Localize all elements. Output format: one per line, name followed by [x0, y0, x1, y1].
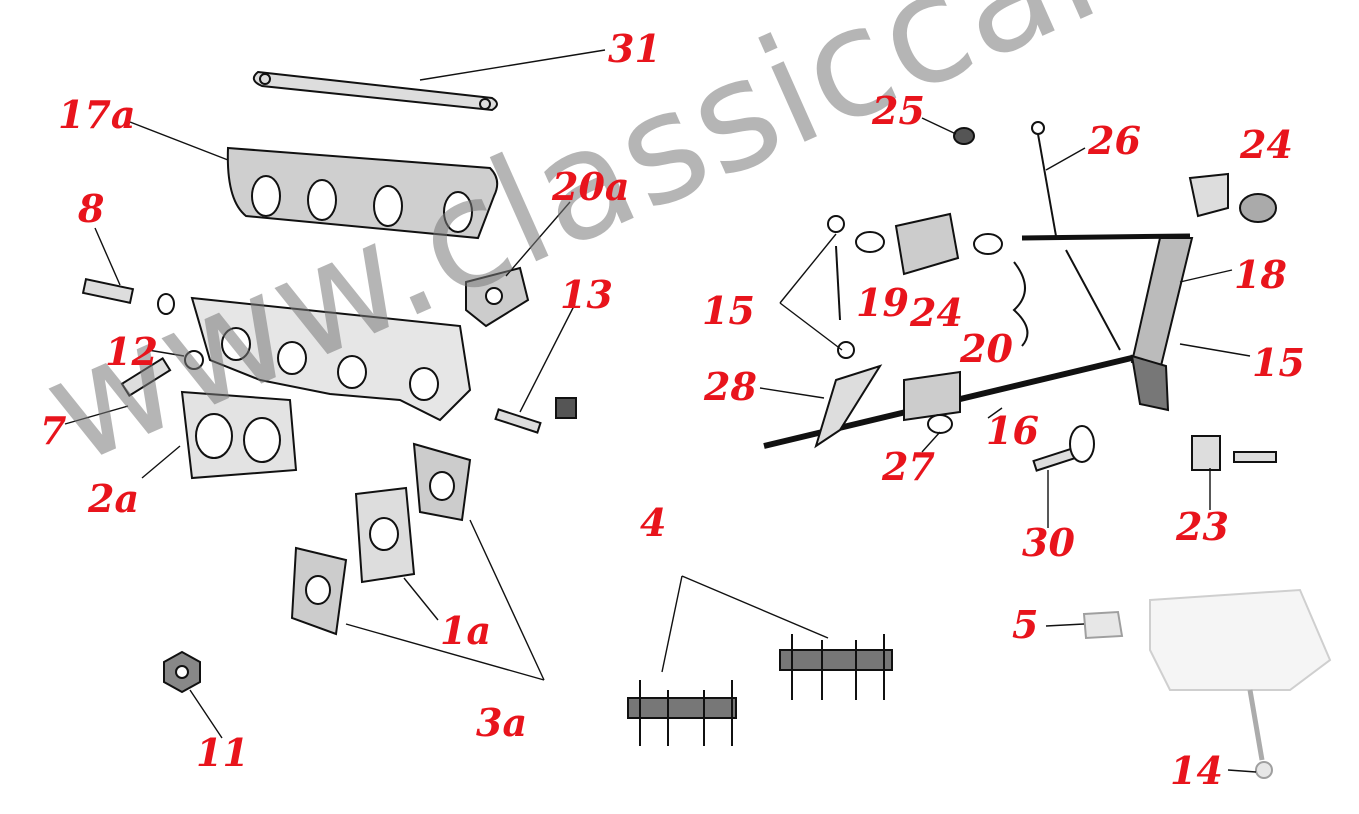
callout-1a: 1a — [440, 608, 492, 653]
callout-23: 23 — [1176, 504, 1229, 549]
callout-20a: 20a — [552, 164, 630, 209]
callout-26: 26 — [1088, 118, 1141, 163]
callout-15-left: 15 — [702, 288, 755, 333]
stud-13 — [494, 397, 577, 434]
flange-gasket-20a — [465, 266, 530, 328]
spacer-1a — [354, 486, 416, 584]
callout-13: 13 — [560, 272, 613, 317]
callout-16: 16 — [986, 408, 1039, 453]
callout-27: 27 — [882, 444, 935, 489]
callout-30: 30 — [1022, 520, 1075, 565]
washer-12 — [184, 350, 204, 370]
callout-25: 25 — [872, 88, 925, 133]
gasket-strip-31 — [252, 70, 498, 112]
callout-4: 4 — [640, 500, 667, 545]
gasket-3a-lower — [290, 546, 348, 636]
callout-31: 31 — [608, 26, 661, 71]
gasket-3a-upper — [412, 442, 472, 522]
callout-2a: 2a — [88, 476, 140, 521]
callout-18: 18 — [1234, 252, 1287, 297]
carb-adapter-2a — [180, 390, 298, 480]
stud-plate-4a — [627, 680, 737, 746]
sensor-7 — [120, 356, 172, 398]
callout-5: 5 — [1012, 602, 1039, 647]
callout-14: 14 — [1170, 748, 1223, 793]
throttle-linkage — [763, 121, 1277, 472]
fitting-8 — [81, 277, 175, 315]
manifold-gasket-17a — [226, 146, 499, 240]
callout-24-middle: 24 — [910, 290, 963, 335]
callout-12: 12 — [105, 329, 158, 374]
callout-19: 19 — [856, 280, 909, 325]
stud-plate-4b — [779, 634, 893, 700]
callout-15-right: 15 — [1252, 340, 1305, 385]
nut-11 — [163, 650, 201, 694]
callout-11: 11 — [196, 730, 249, 775]
callout-7: 7 — [40, 408, 67, 453]
callout-8: 8 — [78, 186, 105, 231]
callout-24-right: 24 — [1240, 122, 1293, 167]
callout-3a: 3a — [476, 700, 528, 745]
leader-lines — [64, 49, 1257, 773]
inlet-manifold — [190, 296, 472, 422]
callout-28: 28 — [704, 364, 757, 409]
callout-17a: 17a — [58, 92, 136, 137]
carburettor-faded — [1082, 588, 1332, 779]
callout-20: 20 — [960, 326, 1013, 371]
